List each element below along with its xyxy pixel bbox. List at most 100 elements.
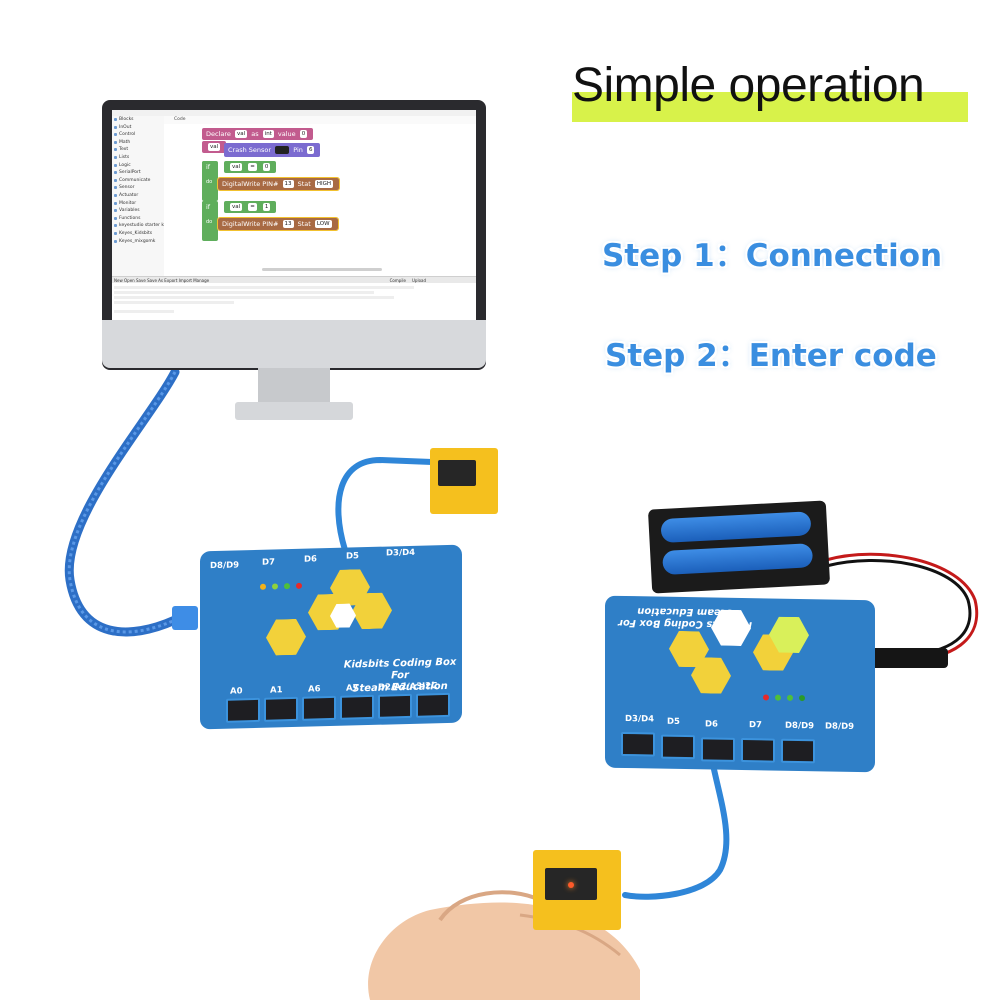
do-label-2: do [202, 216, 217, 228]
port-label: A0 [230, 686, 243, 697]
usb-plug [172, 606, 198, 630]
console-tab-save[interactable]: Save [135, 278, 146, 283]
led [260, 583, 266, 590]
step-1-label: Step 1：Connection [602, 238, 943, 274]
declare-value[interactable]: 0 [299, 130, 308, 138]
sidebar-item[interactable]: Math [112, 139, 164, 147]
port-label: D6 [705, 719, 718, 730]
compare-op[interactable]: = [248, 203, 257, 211]
console-output [112, 283, 476, 320]
do-label-1: do [202, 176, 217, 188]
port[interactable] [701, 737, 735, 762]
stat-value[interactable]: HIGH [314, 180, 334, 188]
port[interactable] [264, 696, 298, 722]
compare-value[interactable]: 0 [262, 163, 271, 171]
sidebar-item[interactable]: Keyes_mixgomk [112, 238, 164, 246]
console-tab-open[interactable]: Open [124, 278, 135, 283]
digitalwrite-block-2[interactable]: DigitalWrite PIN# 13 Stat LOW [217, 217, 339, 231]
compare-var[interactable]: val [230, 203, 243, 211]
sidebar-item[interactable]: Functions [112, 215, 164, 223]
headline-title: Simple operation [572, 59, 925, 112]
sidebar-item[interactable]: keyestudio starter kit [112, 222, 167, 230]
port[interactable] [340, 694, 374, 720]
port[interactable] [378, 693, 412, 719]
port-label: D8/D9 [825, 721, 855, 732]
pin-value[interactable]: 6 [306, 146, 315, 154]
compare-value[interactable]: 1 [262, 203, 271, 211]
blocks-workspace[interactable]: Declare val as int value 0 val Crash Sen… [164, 124, 476, 276]
declare-var[interactable]: val [234, 130, 248, 138]
digitalwrite-label: DigitalWrite PIN# [222, 220, 279, 228]
sidebar-item[interactable]: Blocks [112, 116, 164, 124]
port-label: D6 [304, 554, 317, 565]
digitalwrite-pin[interactable]: 13 [282, 180, 294, 188]
digitalwrite-label: DigitalWrite PIN# [222, 180, 279, 188]
led [775, 694, 781, 701]
assign-var[interactable]: val [208, 143, 221, 151]
declare-type[interactable]: int [262, 130, 274, 138]
hex-bulb-icon [266, 619, 306, 656]
port-label: D3/D4 [625, 713, 655, 725]
monitor-chin [102, 320, 486, 368]
coding-box-right: Kidsbits Coding Box For Steam Education … [605, 595, 875, 773]
port[interactable] [416, 692, 450, 718]
sidebar-item[interactable]: Keyes_Kidsbits [112, 230, 164, 238]
port-label: A1 [270, 685, 283, 696]
stat-value[interactable]: LOW [314, 220, 332, 228]
battery [662, 543, 814, 575]
port[interactable] [621, 731, 655, 757]
if-keyword: if [206, 163, 211, 171]
compare-block-2[interactable]: val = 1 [224, 201, 277, 213]
declare-value-word: value [277, 130, 296, 138]
port[interactable] [226, 697, 260, 723]
tab-code[interactable]: Code [174, 117, 186, 122]
declare-as: as [251, 130, 259, 138]
sidebar-item[interactable]: Lists [112, 154, 164, 162]
sidebar-item[interactable]: Control [112, 131, 164, 139]
upload-button[interactable]: Upload [411, 278, 426, 283]
battery [660, 511, 812, 544]
battery-holder [647, 500, 831, 594]
console-tab-import[interactable]: Import [178, 278, 192, 283]
console-toolbar: New Open Save Save As Export Import Mana… [112, 276, 476, 284]
declare-block[interactable]: Declare val as int value 0 [202, 128, 314, 140]
crash-sensor-block[interactable]: Crash Sensor Pin 6 [224, 143, 321, 157]
sidebar-item[interactable]: Logic [112, 162, 164, 170]
assign-block[interactable]: val [202, 141, 227, 153]
sidebar-item[interactable]: Text [112, 146, 164, 154]
port-label: D5 [346, 551, 359, 562]
sidebar-item[interactable]: Communicate [112, 177, 164, 185]
led [284, 583, 290, 590]
port[interactable] [661, 734, 695, 760]
workspace-scrollbar[interactable] [262, 268, 382, 271]
sidebar-item[interactable]: Monitor [112, 200, 164, 208]
digitalwrite-block-1[interactable]: DigitalWrite PIN# 13 Stat HIGH [216, 177, 341, 191]
port[interactable] [741, 738, 775, 763]
compare-var[interactable]: val [230, 163, 243, 171]
if-header-1: if [202, 161, 215, 173]
port-label: D3/D4 [386, 547, 416, 559]
port-label: D7 [749, 720, 762, 731]
console-tab-manage[interactable]: Manage [193, 278, 210, 283]
sidebar-item[interactable]: Sensor [112, 184, 164, 192]
port[interactable] [781, 738, 815, 764]
compare-block-1[interactable]: val = 0 [224, 161, 277, 173]
if-header-2: if [202, 201, 215, 213]
pin-word: Pin [293, 146, 303, 154]
ide-sidebar: Blocks InOut Control Math Text Lists Log… [112, 116, 167, 276]
port[interactable] [302, 695, 336, 721]
sidebar-item[interactable]: Variables [112, 207, 164, 215]
sidebar-item[interactable]: Actuator [112, 192, 164, 200]
port-label: D8/D9 [785, 720, 815, 732]
monitor-screen: Blocks InOut Control Math Text Lists Log… [112, 110, 476, 320]
console-tab-export[interactable]: Export [164, 278, 178, 283]
digitalwrite-pin[interactable]: 13 [282, 220, 294, 228]
console-tab-saveas[interactable]: Save As [147, 278, 164, 283]
compare-op[interactable]: = [248, 163, 257, 171]
sidebar-item[interactable]: SerialPort [112, 169, 164, 177]
box-title-line1: Kidsbits Coding Box For [343, 656, 457, 682]
console-tab-new[interactable]: New [114, 278, 123, 283]
sidebar-item[interactable]: InOut [112, 124, 164, 132]
compile-button[interactable]: Compile [389, 278, 406, 283]
